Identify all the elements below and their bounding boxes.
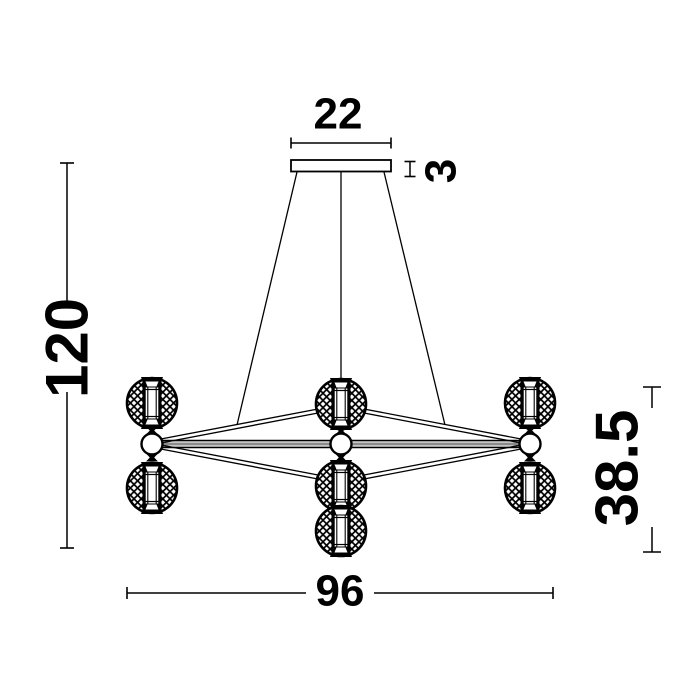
dimension-overall-width-label: 96	[316, 567, 365, 616]
dimension-canopy-width: 22	[290, 90, 392, 149]
dimension-overall-height: 120	[34, 162, 101, 549]
frame-rod-upper-left	[152, 408, 319, 446]
suspension-wire-right	[383, 171, 446, 426]
globe-right-top	[503, 375, 557, 431]
center-lamp-cluster	[314, 376, 368, 559]
suspension-wire-left	[236, 171, 298, 426]
globe-center-middle	[314, 458, 368, 514]
dimension-body-height-label: 38.5	[584, 410, 651, 527]
ceiling-canopy	[290, 159, 392, 173]
frame-rod-upper-right	[363, 408, 530, 446]
globe-center-top	[314, 376, 368, 432]
hub-ball-right	[518, 432, 542, 456]
hub-ball-center	[329, 432, 353, 456]
dimension-canopy-width-label: 22	[314, 90, 363, 139]
dimension-canopy-height: 3	[404, 159, 466, 183]
suspension-wires	[236, 171, 446, 426]
hub-ball-left	[140, 432, 164, 456]
dimension-canopy-height-label: 3	[417, 159, 466, 183]
frame-rod-lower-right	[363, 442, 530, 480]
dimension-body-height: 38.5	[584, 386, 661, 553]
globe-center-bottom	[314, 503, 368, 559]
dimension-overall-height-label: 120	[34, 298, 101, 398]
globe-left-bottom	[125, 460, 179, 516]
globe-right-bottom	[503, 460, 557, 516]
frame-rod-lower-left	[152, 442, 319, 480]
globe-left-top	[125, 375, 179, 431]
dimension-overall-width: 96	[126, 567, 554, 616]
